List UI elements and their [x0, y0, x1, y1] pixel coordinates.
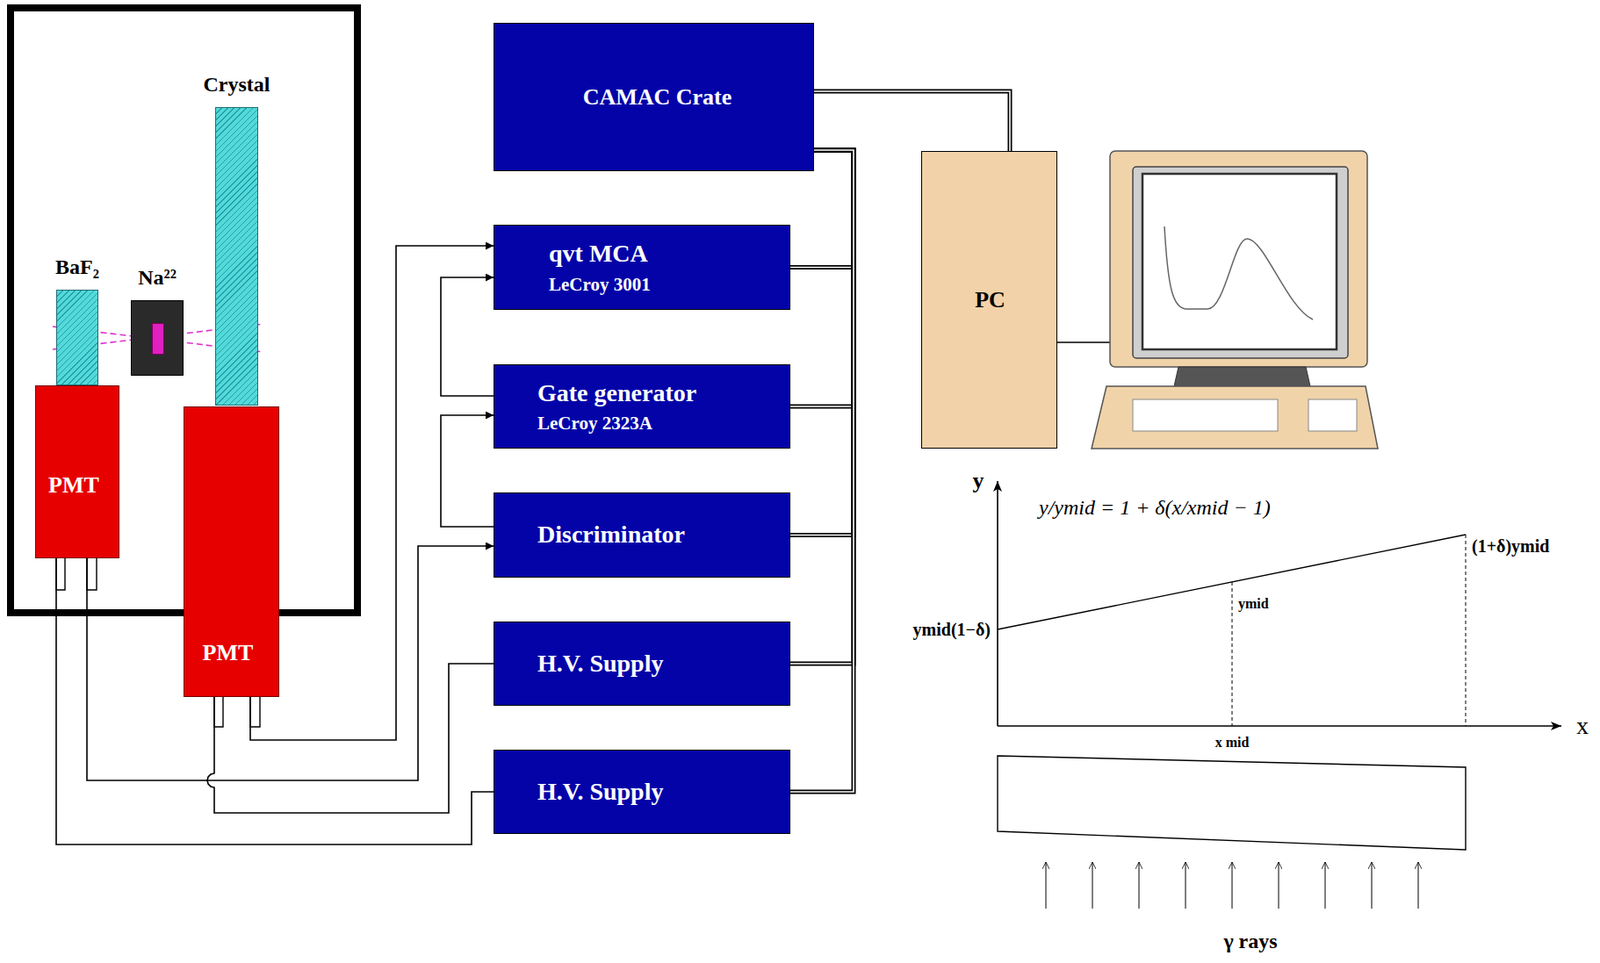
graph-label: γ rays — [1223, 929, 1277, 953]
part-label: Crystal — [203, 72, 271, 98]
cable-outline — [790, 150, 854, 407]
module-box: Discriminator — [493, 492, 791, 578]
wire-path — [440, 277, 494, 397]
cable-outline — [814, 91, 1010, 152]
graph-label: (1+δ)ymid — [1471, 536, 1550, 556]
module-box: qvt MCA LeCroy 3001 — [493, 224, 791, 310]
gamma-arrow — [1138, 862, 1140, 909]
keyboard-pad — [1308, 399, 1357, 432]
box-title: H.V. Supply — [537, 778, 664, 807]
spectrum-curve — [1164, 226, 1313, 320]
tapered-crystal — [997, 756, 1466, 851]
box-subtitle: LeCroy 2323A — [537, 412, 653, 434]
bus-cable — [790, 150, 854, 536]
box-title: PMT — [48, 472, 100, 499]
gamma-arrow — [1092, 862, 1094, 909]
gamma-arrow — [1278, 862, 1280, 909]
graph-label: x — [1576, 713, 1589, 741]
cable-core — [790, 150, 854, 793]
bus-cable — [790, 150, 854, 407]
monitor-bezel — [1132, 166, 1348, 359]
monitor-frame — [1109, 151, 1368, 368]
module-box: CAMAC Crate — [493, 22, 815, 172]
photomultiplier: PMT — [35, 385, 120, 559]
signal-wire — [440, 277, 494, 397]
end-dash — [1465, 534, 1467, 727]
keyboard-keys — [1132, 399, 1278, 432]
box-title: H.V. Supply — [537, 649, 664, 678]
graph-label: y/ymid = 1 + δ(x/xmid − 1) — [1038, 496, 1271, 519]
bus-cable — [790, 150, 854, 664]
gamma-arrow — [1371, 862, 1373, 909]
gamma-arrow — [1232, 862, 1233, 909]
gamma-arrow — [1045, 862, 1047, 909]
pin — [56, 558, 65, 591]
photomultiplier: PMT — [183, 406, 280, 698]
cable-core — [790, 150, 854, 536]
source-holder: Na²² — [130, 300, 184, 376]
monitor-stand — [1174, 367, 1311, 387]
wire-path — [250, 245, 494, 741]
graph-label: ymid — [1238, 596, 1269, 613]
cable-core — [790, 150, 854, 664]
wire-path — [86, 546, 494, 781]
gamma-arrow — [1185, 862, 1187, 909]
pin — [250, 697, 260, 728]
graph-label: y — [972, 468, 985, 495]
scintillator-crystal: Crystal — [215, 107, 259, 406]
signal-wire — [250, 245, 494, 741]
box-title: PMT — [202, 640, 254, 667]
graph-label: ymid(1−δ) — [913, 619, 991, 640]
mid-dash — [1232, 582, 1233, 727]
taper-graph — [997, 481, 1562, 909]
radioactive-source — [151, 323, 165, 355]
pin — [86, 558, 97, 591]
box-title: CAMAC Crate — [583, 84, 733, 111]
computer-box: PC — [921, 151, 1058, 449]
part-label: BaF₂ — [55, 255, 100, 281]
box-title: Gate generator — [537, 379, 697, 408]
module-box: H.V. Supply — [493, 749, 791, 835]
wire-path — [440, 415, 494, 527]
pin — [214, 697, 224, 728]
graph-label: x mid — [1215, 735, 1250, 751]
cable-outline — [790, 150, 854, 793]
gamma-arrows — [1045, 862, 1419, 909]
gamma-arrow — [1418, 862, 1420, 909]
module-box: H.V. Supply — [493, 621, 791, 707]
y-axis — [996, 481, 999, 727]
box-title: Discriminator — [537, 520, 685, 549]
cable-core — [814, 91, 1010, 152]
keyboard — [1091, 386, 1378, 449]
box-title: qvt MCA — [548, 239, 649, 268]
gamma-arrow — [1325, 862, 1327, 909]
monitor — [1091, 151, 1378, 449]
cable-core — [790, 150, 854, 407]
signal-wire — [440, 415, 494, 527]
cable-outline — [790, 150, 854, 536]
bus-cable — [790, 150, 854, 793]
bus-cable — [814, 91, 1010, 152]
x-axis — [997, 725, 1562, 728]
box-title: PC — [974, 287, 1006, 314]
part-label: Na²² — [137, 266, 177, 291]
cable-outline — [790, 150, 854, 664]
monitor-cable — [1057, 341, 1110, 343]
signal-wire — [86, 546, 494, 781]
box-subtitle: LeCroy 3001 — [548, 273, 651, 296]
module-box: Gate generatorLeCroy 2323A — [493, 364, 791, 449]
scintillator-crystal: BaF₂ — [56, 289, 99, 386]
monitor-screen — [1142, 173, 1337, 350]
